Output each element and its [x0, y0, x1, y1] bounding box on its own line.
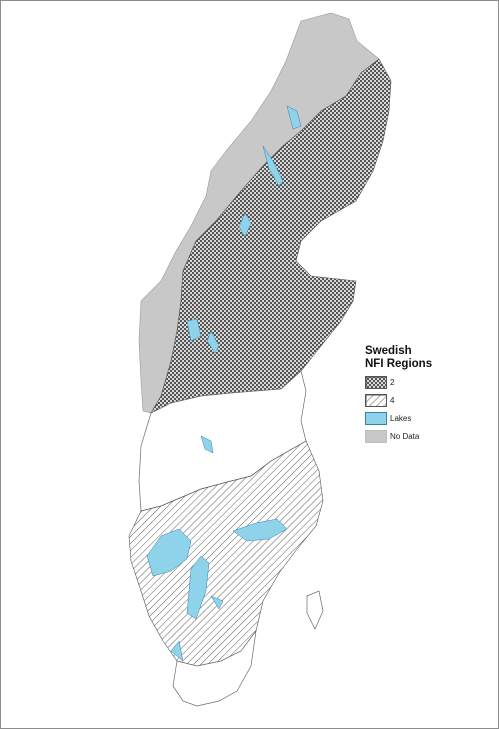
diagonal-hatch-swatch-icon	[365, 394, 387, 407]
lake-north-4	[286, 105, 302, 130]
lake-south-2	[210, 595, 224, 610]
lake-malaren	[232, 518, 288, 542]
crosshatch-swatch-icon	[365, 376, 387, 389]
legend-item-region-4: 4	[365, 393, 485, 408]
lakes	[146, 105, 302, 662]
lake-vanern	[146, 528, 192, 577]
region-white-south	[172, 630, 257, 707]
legend: Swedish NFI Regions 2 4 Lakes No Data	[365, 345, 485, 447]
legend-label: 2	[390, 378, 395, 387]
legend-title-line1: Swedish	[365, 345, 412, 357]
lake-vattern	[186, 555, 210, 620]
legend-label: 4	[390, 396, 395, 405]
legend-item-lakes: Lakes	[365, 411, 485, 426]
lakes-swatch-icon	[365, 412, 387, 425]
legend-title-line2: NFI Regions	[365, 358, 433, 370]
lake-south-1	[170, 640, 184, 662]
legend-title: Swedish NFI Regions	[365, 345, 485, 371]
lake-north-2	[206, 330, 220, 354]
lake-middle-1	[200, 435, 214, 454]
island-gotland	[306, 590, 324, 630]
legend-label: Lakes	[390, 414, 412, 423]
lake-north-1	[186, 318, 202, 342]
lake-north-3	[262, 145, 284, 187]
legend-item-no-data: No Data	[365, 429, 485, 444]
region-4	[128, 440, 324, 667]
no-data-swatch-icon	[365, 430, 387, 443]
legend-item-region-2: 2	[365, 375, 485, 390]
legend-label: No Data	[390, 432, 420, 441]
lake-north-5	[238, 212, 252, 238]
